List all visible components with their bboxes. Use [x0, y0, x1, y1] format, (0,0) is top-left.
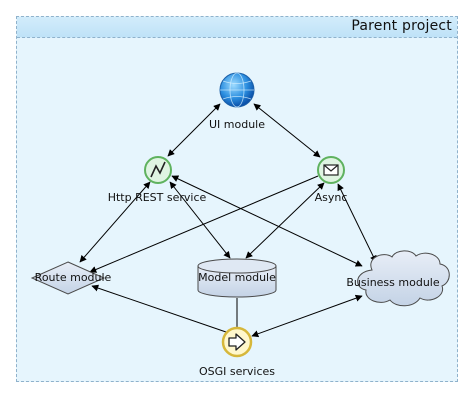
chart-line-icon[interactable]	[144, 156, 172, 184]
async-label: Async	[314, 191, 348, 204]
edge-async-business	[337, 183, 377, 263]
business-module-label: Business module	[346, 276, 440, 289]
ui-module-label: UI module	[208, 118, 266, 131]
globe-icon[interactable]	[219, 72, 255, 108]
container-header: Parent project	[17, 17, 457, 38]
osgi-services-label: OSGI services	[198, 365, 276, 378]
edge-async-model	[245, 182, 325, 259]
edges-layer	[79, 103, 377, 338]
http-rest-service-label: Http REST service	[107, 191, 207, 204]
route-module-label: Route module	[34, 271, 112, 284]
edge-http-route	[79, 181, 151, 263]
container-title: Parent project	[351, 18, 452, 34]
envelope-icon[interactable]	[317, 156, 345, 184]
edge-ui-async	[253, 103, 321, 158]
edge-ui-http	[167, 103, 221, 157]
edge-osgi-route	[91, 284, 227, 333]
model-module-label: Model module	[198, 271, 276, 284]
business-module-shape[interactable]	[357, 250, 450, 307]
model-module-shape[interactable]	[197, 258, 277, 298]
edge-osgi-business	[251, 294, 363, 338]
route-module-shape[interactable]	[30, 261, 106, 295]
arrow-right-icon[interactable]	[221, 326, 253, 358]
